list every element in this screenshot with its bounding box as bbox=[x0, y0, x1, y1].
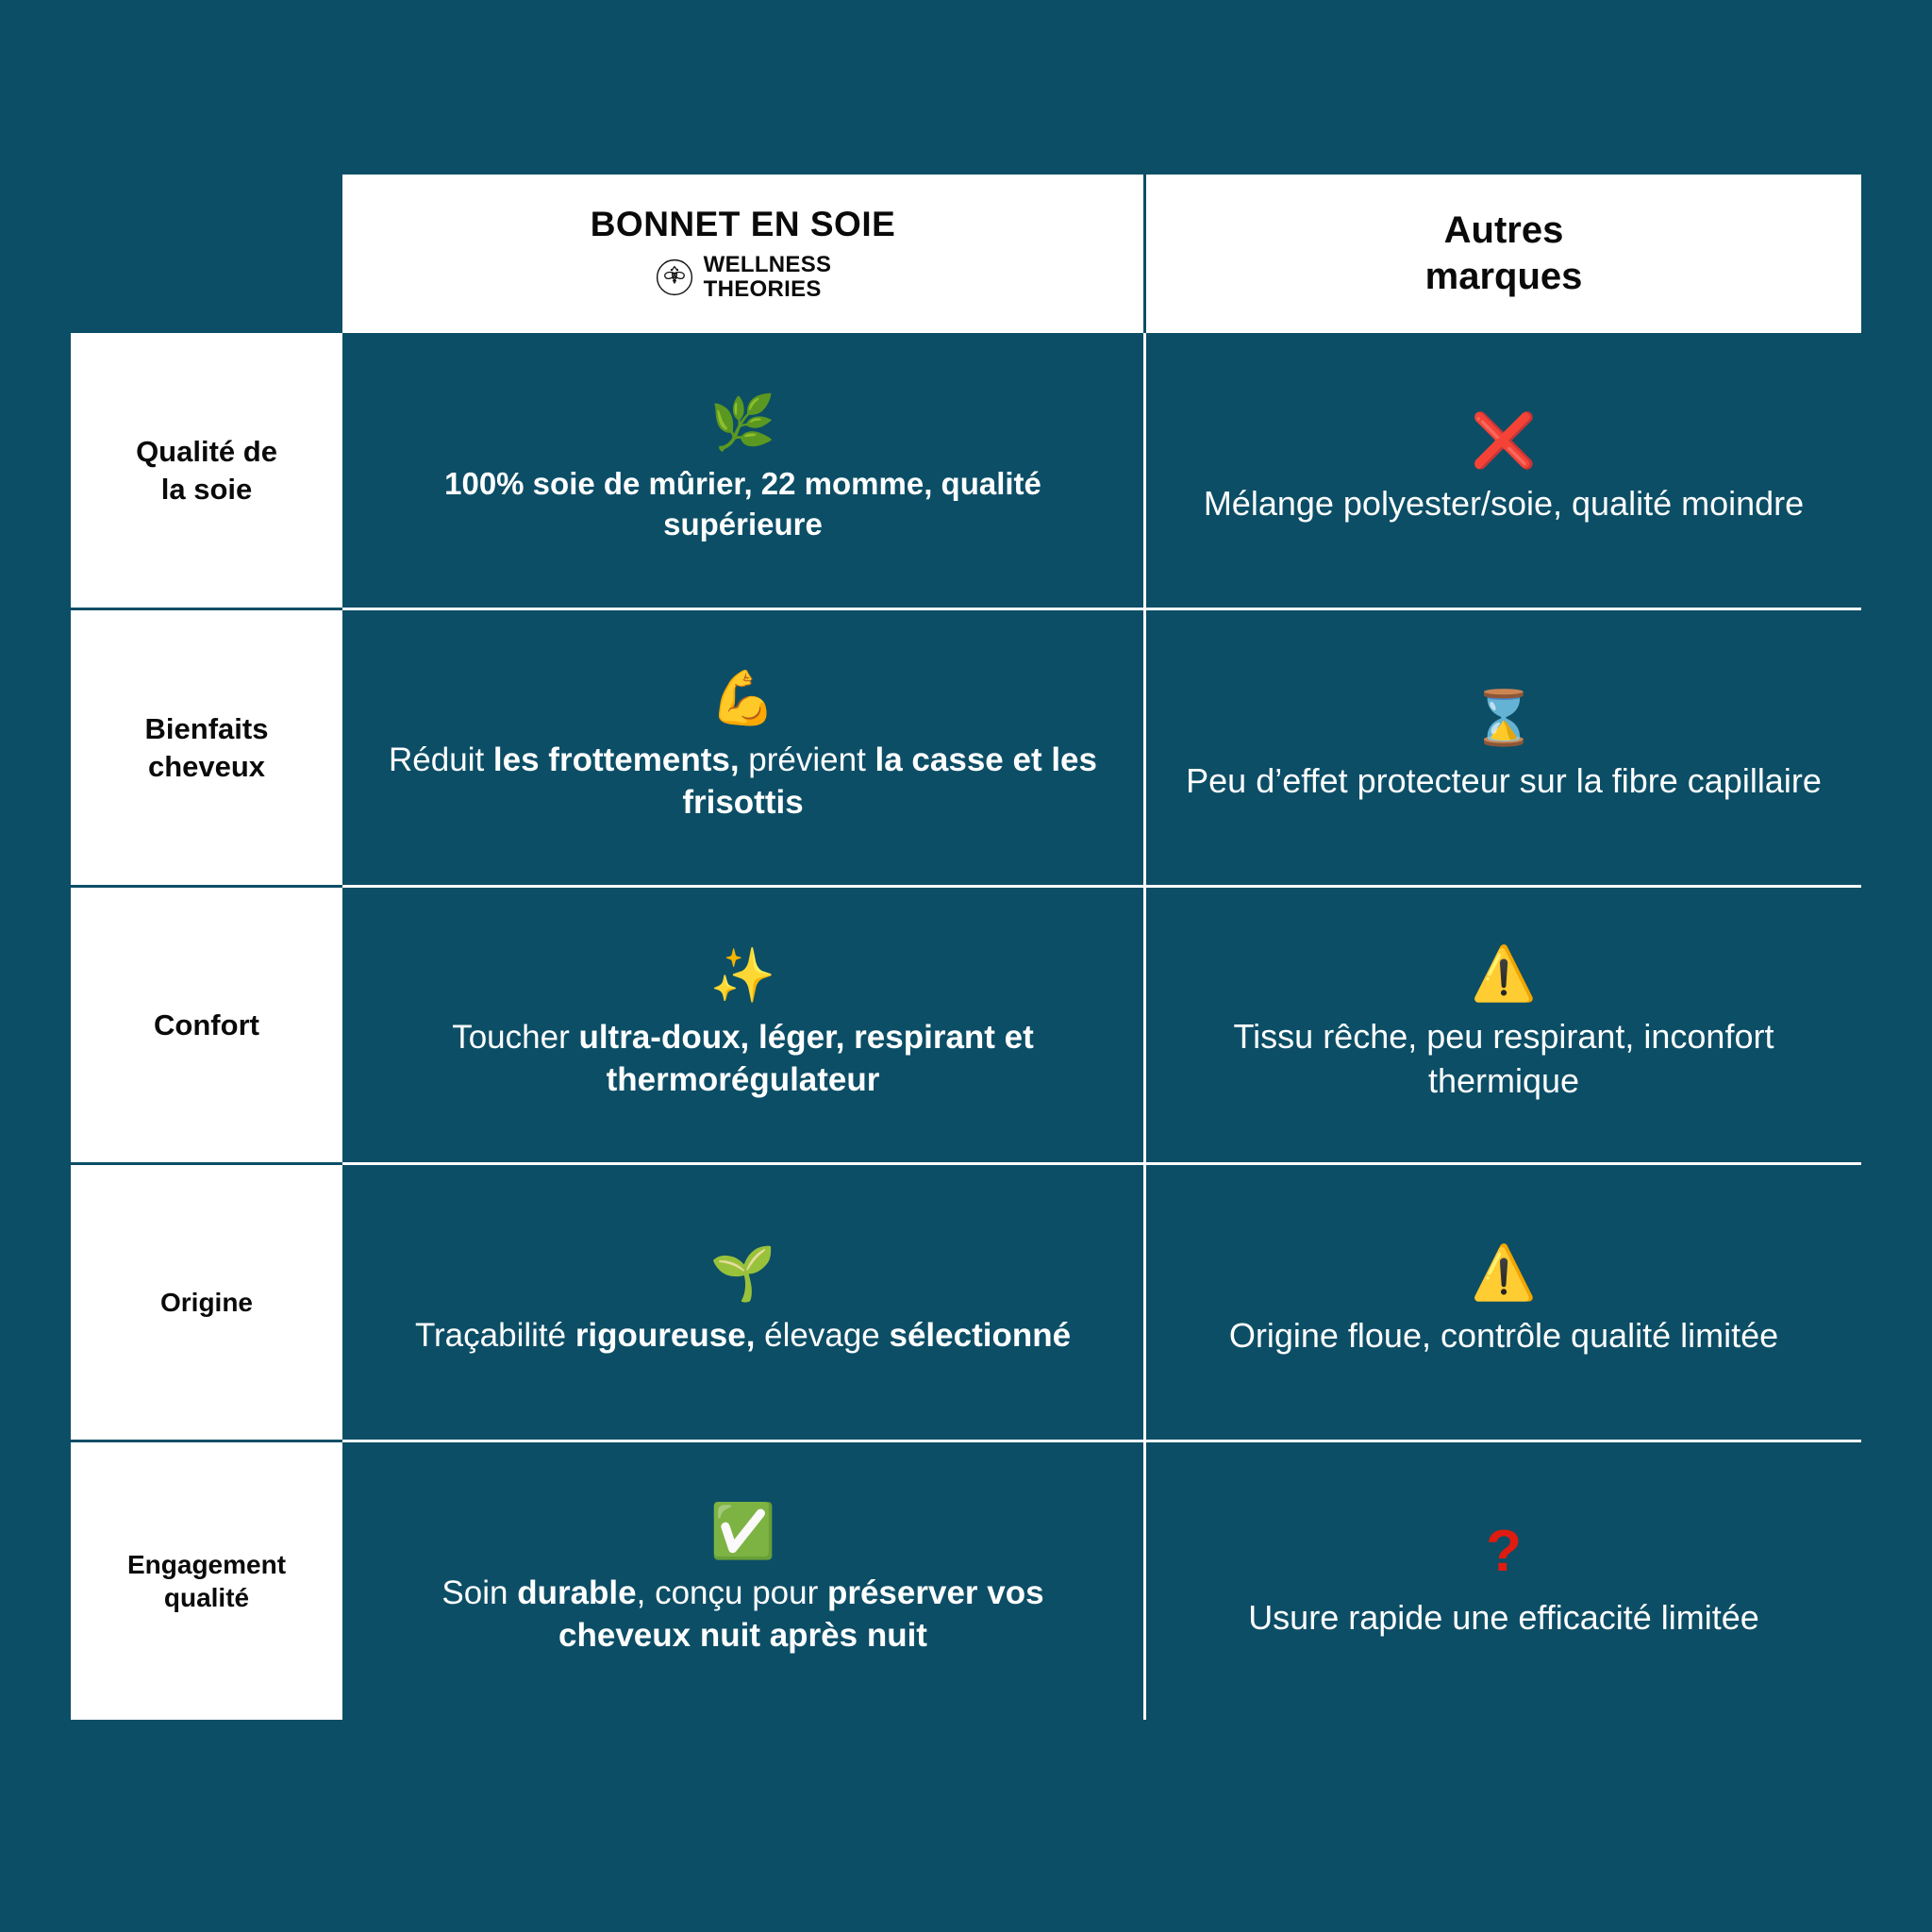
warning-triangle-icon: ⚠️ bbox=[1471, 943, 1537, 1004]
cell-text-segment: les frottements, bbox=[492, 741, 740, 778]
cell-other-qualite-de-la-soie: ❌ Mélange polyester/soie, qualité moindr… bbox=[1146, 333, 1861, 610]
sparkles-icon: ✨ bbox=[709, 944, 776, 1005]
cell-text-segment: ultra-doux, léger, respirant et thermoré… bbox=[578, 1018, 1034, 1098]
row-label-confort: Confort bbox=[71, 888, 342, 1165]
brand-lockup: WELLNESS THEORIES bbox=[655, 253, 832, 302]
other-brands-title-line1: Autres bbox=[1443, 209, 1564, 252]
cell-text-segment: Réduit bbox=[389, 741, 493, 778]
cell-other-text: Tissu rêche, peu respirant, inconfort th… bbox=[1233, 1017, 1774, 1100]
hourglass-icon: ⌛ bbox=[1471, 688, 1537, 748]
green-check-mark-icon: ✅ bbox=[709, 1501, 776, 1561]
warning-triangle-icon: ⚠️ bbox=[1471, 1242, 1537, 1303]
cell-brand-text: Soin durable, conçu pour préserver vos c… bbox=[380, 1573, 1106, 1657]
brand-subtitle: WELLNESS THEORIES bbox=[704, 253, 832, 302]
header-other-brands-column: Autres marques bbox=[1146, 175, 1861, 333]
row-label-line1: Qualité de bbox=[136, 435, 277, 469]
row-label-line1: Bienfaits bbox=[144, 712, 269, 746]
cell-brand-text: Traçabilité rigoureuse, élevage sélectio… bbox=[415, 1315, 1071, 1357]
row-label-text: Engagement qualité bbox=[127, 1548, 286, 1615]
row-label-line1: Origine bbox=[159, 1287, 253, 1317]
cell-text-segment: durable bbox=[517, 1574, 637, 1612]
herb-icon: 🌿 bbox=[709, 392, 776, 453]
cell-other-origine: ⚠️ Origine floue, contrôle qualité limit… bbox=[1146, 1165, 1861, 1442]
flexed-biceps-icon: 💪 bbox=[709, 667, 776, 727]
row-label-engagement-qualite: Engagement qualité bbox=[71, 1442, 342, 1720]
cell-text-segment: rigoureuse, bbox=[575, 1317, 756, 1355]
row-label-line2: la soie bbox=[160, 472, 253, 506]
header-brand-column: BONNET EN SOIE WELLNESS THEORIES bbox=[342, 175, 1146, 333]
cell-other-text: Peu d’effet protecteur sur la fibre capi… bbox=[1186, 761, 1822, 801]
red-cross-mark-icon: ❌ bbox=[1471, 410, 1537, 471]
cell-text-segment: 100% soie de mûrier, 22 momme, qualité s… bbox=[444, 466, 1041, 541]
other-brands-title-line2: marques bbox=[1424, 256, 1583, 297]
bee-circle-logo-icon bbox=[656, 258, 692, 295]
row-label-text: Qualité de la soie bbox=[136, 433, 277, 507]
cell-text-segment: préserver vos cheveux nuit après nuit bbox=[558, 1574, 1044, 1654]
cell-text-segment: sélectionné bbox=[889, 1317, 1072, 1355]
comparison-table: BONNET EN SOIE WELLNESS THEORIES bbox=[71, 175, 1861, 1720]
cell-brand-qualite-de-la-soie: 🌿 100% soie de mûrier, 22 momme, qualité… bbox=[342, 333, 1146, 610]
cell-brand-origine: 🌱 Traçabilité rigoureuse, élevage sélect… bbox=[342, 1165, 1146, 1442]
cell-text-segment: Toucher bbox=[452, 1018, 579, 1056]
header-label-spacer bbox=[71, 175, 342, 333]
brand-subtitle-line2: THEORIES bbox=[703, 275, 822, 302]
cell-text-segment: , conçu pour bbox=[636, 1574, 827, 1612]
row-label-line2: qualité bbox=[163, 1583, 250, 1612]
cell-other-bienfaits-cheveux: ⌛ Peu d’effet protecteur sur la fibre ca… bbox=[1146, 610, 1861, 888]
cell-text-segment: la casse et les frisottis bbox=[682, 741, 1097, 821]
brand-title: BONNET EN SOIE bbox=[590, 205, 896, 244]
cell-brand-text: Réduit les frottements, prévient la cass… bbox=[380, 740, 1106, 824]
cell-brand-engagement-qualite: ✅ Soin durable, conçu pour préserver vos… bbox=[342, 1442, 1146, 1720]
row-label-line1: Engagement bbox=[126, 1549, 287, 1579]
cell-text-segment: prévient bbox=[739, 741, 875, 778]
cell-brand-text: Toucher ultra-doux, léger, respirant et … bbox=[380, 1017, 1106, 1102]
cell-other-confort: ⚠️ Tissu rêche, peu respirant, inconfort… bbox=[1146, 888, 1861, 1165]
red-question-mark-icon: ? bbox=[1486, 1518, 1522, 1584]
cell-other-text: Origine floue, contrôle qualité limitée bbox=[1228, 1316, 1779, 1356]
row-label-line2: cheveux bbox=[147, 749, 266, 783]
cell-other-text: Usure rapide une efficacité limitée bbox=[1248, 1597, 1759, 1637]
seedling-icon: 🌱 bbox=[709, 1243, 776, 1304]
cell-text-segment: Soin bbox=[441, 1574, 518, 1612]
cell-brand-text: 100% soie de mûrier, 22 momme, qualité s… bbox=[380, 464, 1106, 543]
row-label-line1: Confort bbox=[154, 1008, 259, 1041]
row-label-qualite-de-la-soie: Qualité de la soie bbox=[71, 333, 342, 610]
cell-text-segment: élevage bbox=[755, 1317, 890, 1355]
row-label-origine: Origine bbox=[71, 1165, 342, 1442]
cell-text-segment: Traçabilité bbox=[414, 1317, 575, 1355]
cell-brand-bienfaits-cheveux: 💪 Réduit les frottements, prévient la ca… bbox=[342, 610, 1146, 888]
cell-brand-confort: ✨ Toucher ultra-doux, léger, respirant e… bbox=[342, 888, 1146, 1165]
row-label-bienfaits-cheveux: Bienfaits cheveux bbox=[71, 610, 342, 888]
cell-other-engagement-qualite: ? Usure rapide une efficacité limitée bbox=[1146, 1442, 1861, 1720]
brand-subtitle-line1: WELLNESS bbox=[703, 251, 832, 277]
row-label-text: Confort bbox=[154, 1007, 259, 1043]
other-brands-title: Autres marques bbox=[1425, 208, 1583, 300]
row-label-text: Bienfaits cheveux bbox=[145, 710, 269, 784]
row-label-text: Origine bbox=[160, 1286, 253, 1319]
cell-other-text: Mélange polyester/soie, qualité moindre bbox=[1203, 484, 1805, 524]
